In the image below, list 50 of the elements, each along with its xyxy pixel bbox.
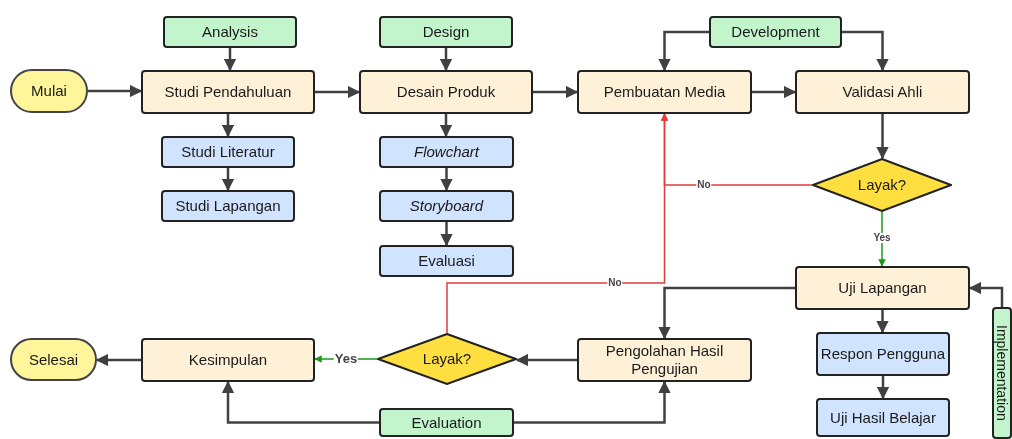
- phase-box: Analysis: [163, 16, 297, 48]
- arrow: [658, 286, 795, 340]
- end-terminal: Selesai: [10, 338, 97, 381]
- arrow: [439, 48, 453, 72]
- edge-label: No: [696, 180, 712, 190]
- process-box: Desain Produk: [359, 70, 533, 114]
- decision-diamond: Layak?: [812, 158, 952, 212]
- process-box: Validasi Ahli: [795, 70, 970, 114]
- arrow: [658, 30, 709, 72]
- process-box: Pengolahan Hasil Pengujian: [577, 338, 752, 382]
- arrow: [533, 85, 579, 99]
- arrow: [515, 353, 577, 367]
- phase-box: Design: [379, 16, 513, 48]
- subprocess-box: Studi Lapangan: [161, 190, 295, 222]
- phase-box: Implementation: [992, 307, 1012, 439]
- arrow: [968, 281, 1004, 307]
- phase-box: Evaluation: [379, 408, 514, 437]
- decision-diamond: Layak?: [377, 333, 517, 385]
- process-box: Kesimpulan: [141, 338, 315, 382]
- edge-label: Yes: [872, 233, 892, 243]
- subprocess-box: Studi Literatur: [161, 136, 295, 168]
- arrow: [315, 85, 361, 99]
- process-box: Uji Lapangan: [795, 266, 970, 310]
- subprocess-box: Evaluasi: [379, 245, 514, 277]
- edge-label: No: [607, 278, 623, 288]
- arrow: [876, 114, 889, 160]
- phase-box: Development: [709, 16, 842, 48]
- arrow: [842, 30, 889, 72]
- arrow: [221, 380, 379, 424]
- arrow: [514, 380, 671, 424]
- arrow: [439, 114, 453, 138]
- arrow: [95, 353, 141, 367]
- start-terminal: Mulai: [10, 69, 88, 113]
- arrow: [752, 85, 797, 99]
- arrow: [440, 222, 453, 247]
- arrow: [221, 168, 235, 192]
- arrow: [876, 376, 890, 400]
- arrow: [223, 48, 237, 72]
- subprocess-box: Storyboard: [379, 190, 514, 222]
- process-box: Pembuatan Media: [577, 70, 752, 114]
- arrow: [88, 84, 143, 98]
- edge-label: Yes: [333, 351, 359, 365]
- arrow: [440, 168, 453, 192]
- arrow: [876, 310, 889, 334]
- subprocess-box: Respon Pengguna: [816, 332, 950, 376]
- subprocess-box: Uji Hasil Belajar: [816, 398, 950, 437]
- arrow: [221, 114, 235, 138]
- subprocess-box: Flowchart: [379, 136, 514, 168]
- arrow: [446, 113, 669, 334]
- process-box: Studi Pendahuluan: [141, 70, 315, 114]
